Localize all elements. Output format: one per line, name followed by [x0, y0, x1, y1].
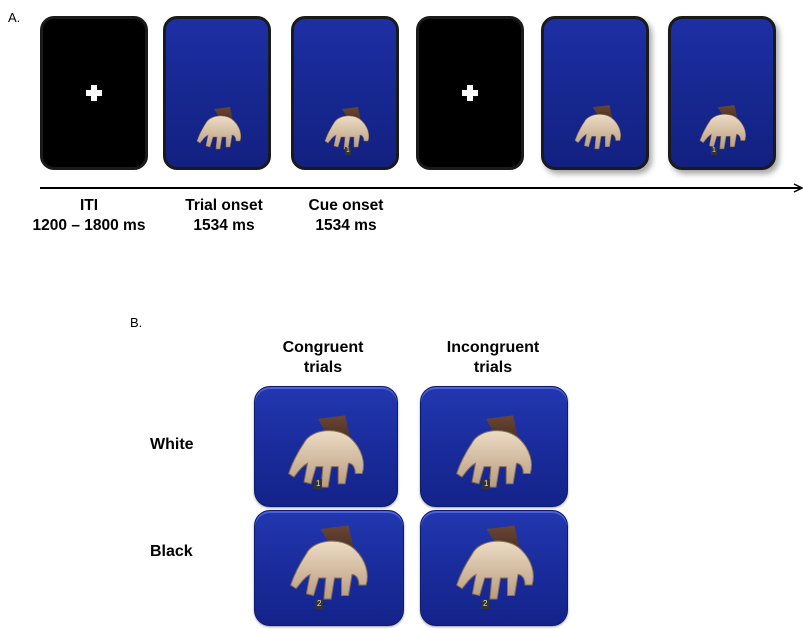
hand-icon — [324, 107, 370, 150]
row-label-black: Black — [150, 543, 193, 560]
stimulus-black-incongruent: 2 — [420, 510, 568, 626]
fixation-cross-icon — [462, 85, 478, 101]
hand-icon — [288, 415, 364, 488]
trial-onset-screen-1 — [163, 16, 271, 170]
caption-cue-onset: Cue onset 1534 ms — [308, 197, 384, 234]
cue-onset-screen-1: 1 — [291, 16, 399, 170]
hand-icon — [290, 525, 368, 600]
digit-label: 1 — [314, 479, 323, 489]
col-header-incongruent: Incongruent trials — [446, 339, 540, 376]
hand-icon — [574, 105, 621, 150]
cue-onset-screen-2: 1 — [668, 16, 776, 170]
stimulus-white-incongruent: 1 — [420, 386, 568, 507]
hand-icon — [196, 107, 242, 150]
iti-screen-1 — [40, 16, 148, 170]
panel-b-label: B. — [130, 315, 143, 330]
hand-icon — [699, 105, 746, 150]
hand-icon — [456, 415, 532, 488]
cue-digit: 1 — [345, 147, 351, 155]
panel-a-label: A. — [8, 10, 21, 25]
cue-digit: 1 — [711, 147, 717, 155]
digit-label: 2 — [481, 599, 490, 609]
stimulus-black-congruent: 2 — [254, 510, 404, 626]
stimulus-white-congruent: 1 — [254, 386, 398, 507]
digit-label: 2 — [315, 599, 324, 609]
col-header-congruent: Congruent trials — [282, 339, 364, 376]
digit-label: 1 — [482, 479, 491, 489]
hand-icon — [456, 525, 534, 600]
trial-onset-screen-2 — [541, 16, 649, 170]
caption-iti: ITI 1200 – 1800 ms — [32, 197, 146, 234]
caption-trial-onset: Trial onset 1534 ms — [185, 197, 263, 234]
row-label-white: White — [150, 436, 194, 453]
iti-screen-2 — [416, 16, 524, 170]
fixation-cross-icon — [86, 85, 102, 101]
timeline-arrow — [40, 183, 803, 193]
